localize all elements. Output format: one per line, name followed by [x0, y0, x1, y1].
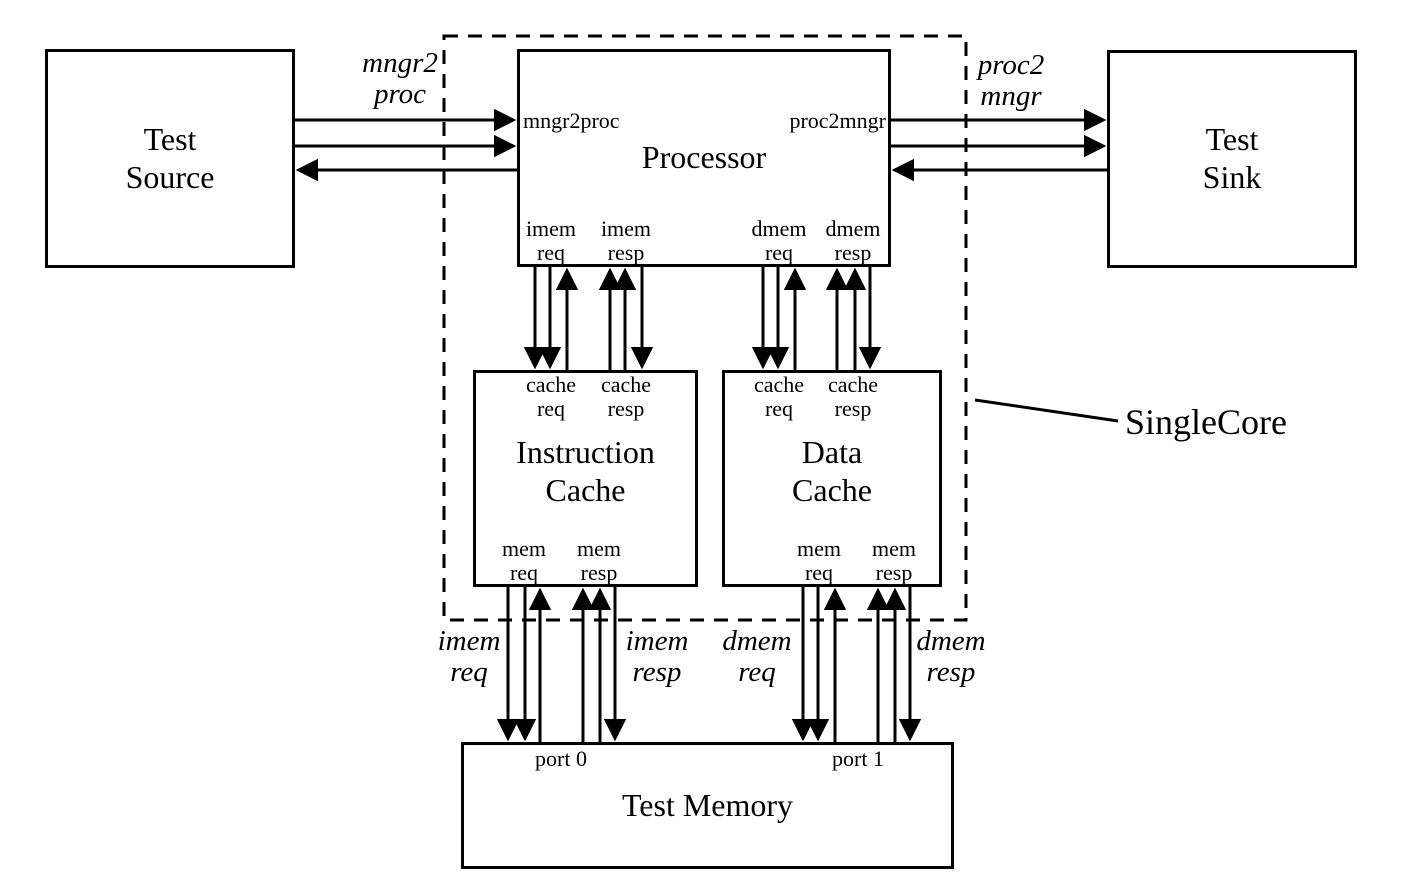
- channel-label-imem-resp: imem resp: [625, 625, 689, 688]
- processor-port-imem-req: imem req: [525, 216, 577, 265]
- test-memory-title: Test Memory: [621, 786, 794, 823]
- test-source-title: Test Source: [125, 120, 215, 195]
- processor-port-dmem-resp: dmem resp: [825, 216, 881, 265]
- dcache-port-cache-resp: cache resp: [827, 372, 879, 421]
- icache-port-mem-req: mem req: [502, 536, 546, 585]
- singlecore-pointer-line: [974, 398, 1119, 423]
- dcache-port-cache-req: cache req: [753, 372, 805, 421]
- processor-port-imem-resp: imem resp: [600, 216, 652, 265]
- icache-port-mem-resp: mem resp: [577, 536, 621, 585]
- test-memory-block: Test Memory: [461, 742, 954, 869]
- instruction-cache-title: Instruction Cache: [516, 433, 655, 508]
- icache-port-cache-req: cache req: [525, 372, 577, 421]
- test-memory-port-0: port 0: [535, 746, 587, 771]
- channel-label-imem-req: imem req: [437, 625, 501, 688]
- channel-label-mngr2proc: mngr2 proc: [362, 47, 438, 110]
- test-sink-block: Test Sink: [1107, 50, 1357, 268]
- processor-port-mngr2proc: mngr2proc: [523, 108, 620, 133]
- channel-label-dmem-resp: dmem resp: [916, 625, 986, 688]
- data-cache-title: Data Cache: [792, 433, 872, 508]
- channel-label-dmem-req: dmem req: [722, 625, 792, 688]
- icache-port-cache-resp: cache resp: [600, 372, 652, 421]
- dcache-port-mem-req: mem req: [797, 536, 841, 585]
- channel-label-proc2mngr: proc2 mngr: [977, 49, 1045, 112]
- test-source-block: Test Source: [45, 49, 295, 268]
- processor-port-proc2mngr: proc2mngr: [789, 108, 886, 133]
- processor-title: Processor: [641, 139, 767, 176]
- singlecore-label: SingleCore: [1125, 402, 1287, 442]
- test-sink-title: Test Sink: [1202, 121, 1262, 195]
- dcache-port-mem-resp: mem resp: [872, 536, 916, 585]
- test-memory-port-1: port 1: [832, 746, 884, 771]
- processor-port-dmem-req: dmem req: [751, 216, 807, 265]
